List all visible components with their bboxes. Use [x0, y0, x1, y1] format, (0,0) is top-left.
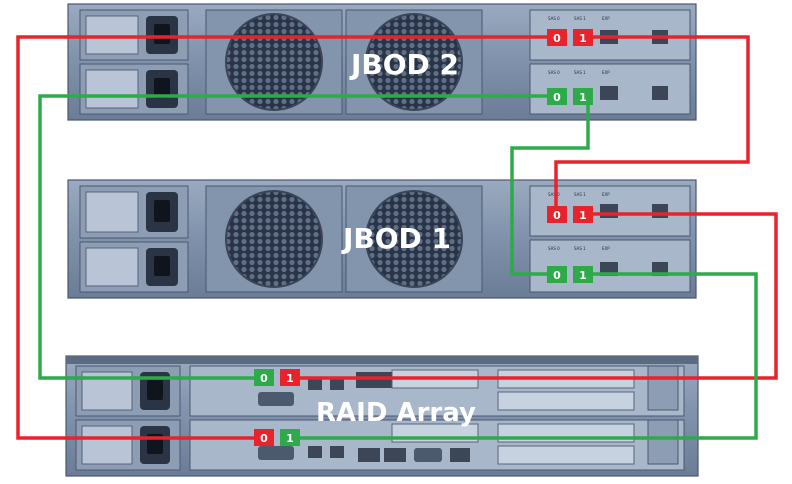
port-number: 1	[286, 372, 294, 385]
jbod2-bottom-port-0: 0	[547, 88, 567, 105]
jbod-1-title: JBOD 1	[341, 222, 451, 255]
sas0-label: SAS 0	[548, 16, 560, 21]
jbod2-bottom-port-1: 1	[573, 88, 593, 105]
port-number: 0	[553, 91, 561, 104]
ethernet-port-icon	[384, 448, 406, 462]
port-number: 1	[579, 269, 587, 282]
sas1-label: SAS 1	[574, 246, 586, 251]
jbod1-top-port-0: 0	[547, 206, 567, 223]
jbod2-top-port-0: 0	[547, 29, 567, 46]
red-cable-raid-to-jbod2	[16, 35, 556, 440]
red-cable-jbod2-to-jbod1	[554, 35, 750, 214]
port-number: 0	[553, 209, 561, 222]
jbod-2-fan-left	[205, 9, 343, 115]
raid-top-port-1: 1	[280, 369, 300, 386]
red-cable-jbod1-to-raid	[290, 212, 778, 380]
sas0-label: SAS 0	[548, 70, 560, 75]
raid-psu-top	[75, 365, 181, 417]
sas1-label: SAS 1	[574, 70, 586, 75]
sas0-label: SAS 0	[548, 246, 560, 251]
sas1-label: SAS 1	[574, 192, 586, 197]
jbod-1-psu-top	[79, 185, 189, 239]
ethernet-port-icon	[358, 448, 380, 462]
port-number: 0	[260, 432, 268, 445]
raid-psu-bottom	[75, 419, 181, 471]
jbod-1-fan-left	[205, 185, 343, 293]
jbod-2-psu-bottom	[79, 63, 189, 115]
port-number: 0	[553, 269, 561, 282]
exp-label: EXP	[602, 192, 610, 197]
vga-port-icon	[414, 448, 442, 462]
exp-label: EXP	[602, 70, 610, 75]
jbod-2-psu-top	[79, 9, 189, 61]
port-number: 1	[579, 91, 587, 104]
sas0-label: SAS 0	[548, 192, 560, 197]
port-number: 0	[553, 32, 561, 45]
raid-bottom-port-1: 1	[280, 429, 300, 446]
jbod1-bottom-port-0: 0	[547, 266, 567, 283]
raid-top-port-0: 0	[254, 369, 274, 386]
port-number: 1	[579, 209, 587, 222]
green-cable-raid-to-jbod2	[38, 94, 556, 380]
jbod-2-title: JBOD 2	[349, 48, 459, 81]
ethernet-port-icon	[652, 204, 668, 218]
jbod1-bottom-port-1: 1	[573, 266, 593, 283]
raid-bottom-port-0: 0	[254, 429, 274, 446]
port-number: 1	[286, 432, 294, 445]
raid-array-title: RAID Array	[316, 398, 476, 428]
jbod2-top-port-1: 1	[573, 29, 593, 46]
exp-label: EXP	[602, 246, 610, 251]
jbod-1-fan-right	[345, 185, 483, 293]
port-number: 1	[579, 32, 587, 45]
green-cable-jbod1-to-raid	[290, 272, 758, 440]
jbod-1-psu-bottom	[79, 241, 189, 293]
ethernet-port-icon	[652, 86, 668, 100]
sas1-label: SAS 1	[574, 16, 586, 21]
exp-label: EXP	[602, 16, 610, 21]
cables	[16, 35, 778, 440]
port-number: 0	[260, 372, 268, 385]
jbod1-top-port-1: 1	[573, 206, 593, 223]
